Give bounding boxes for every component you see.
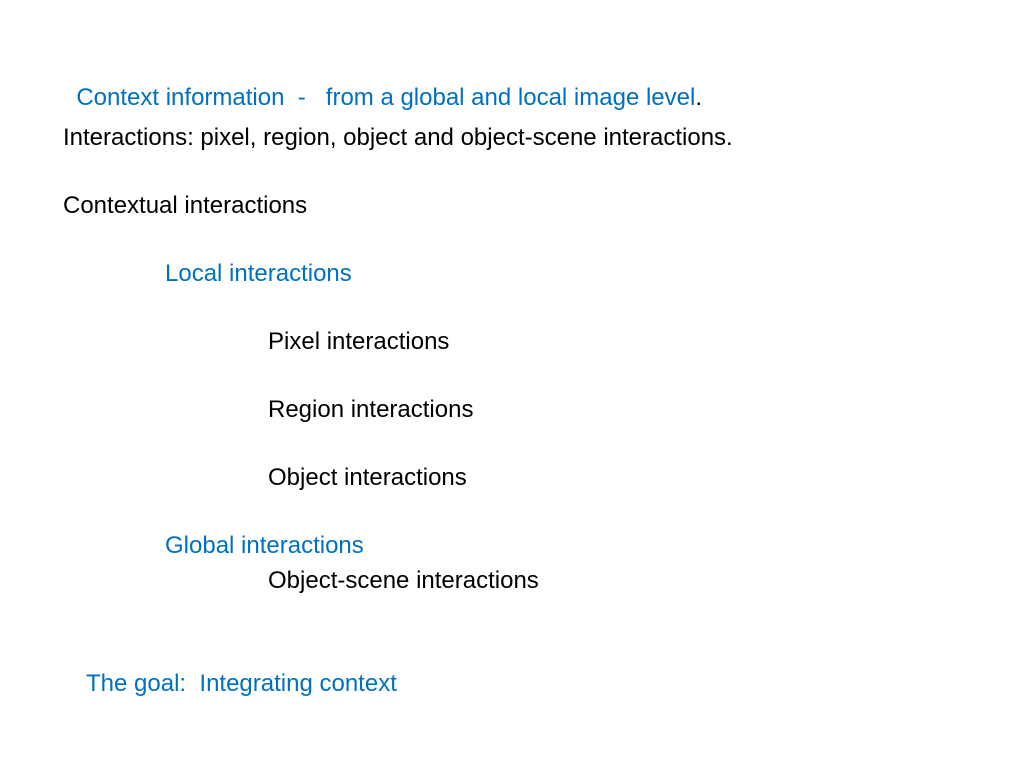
context-information-period: . [695, 84, 702, 111]
local-interactions-heading: Local interactions [165, 260, 352, 287]
contextual-interactions-heading: Contextual interactions [63, 192, 308, 219]
pixel-interactions-item: Pixel interactions [268, 328, 450, 355]
context-information-text: Context information - from a global and … [76, 84, 696, 111]
interactions-line: Interactions: pixel, region, object and … [63, 124, 733, 151]
object-interactions-item: Object interactions [268, 464, 467, 491]
context-information-line: Context information - from a global and … [63, 56, 702, 112]
global-interactions-heading: Global interactions [165, 532, 364, 559]
object-scene-interactions-item: Object-scene interactions [268, 567, 539, 594]
goal-statement: The goal: Integrating context [86, 670, 397, 697]
region-interactions-item: Region interactions [268, 396, 474, 423]
